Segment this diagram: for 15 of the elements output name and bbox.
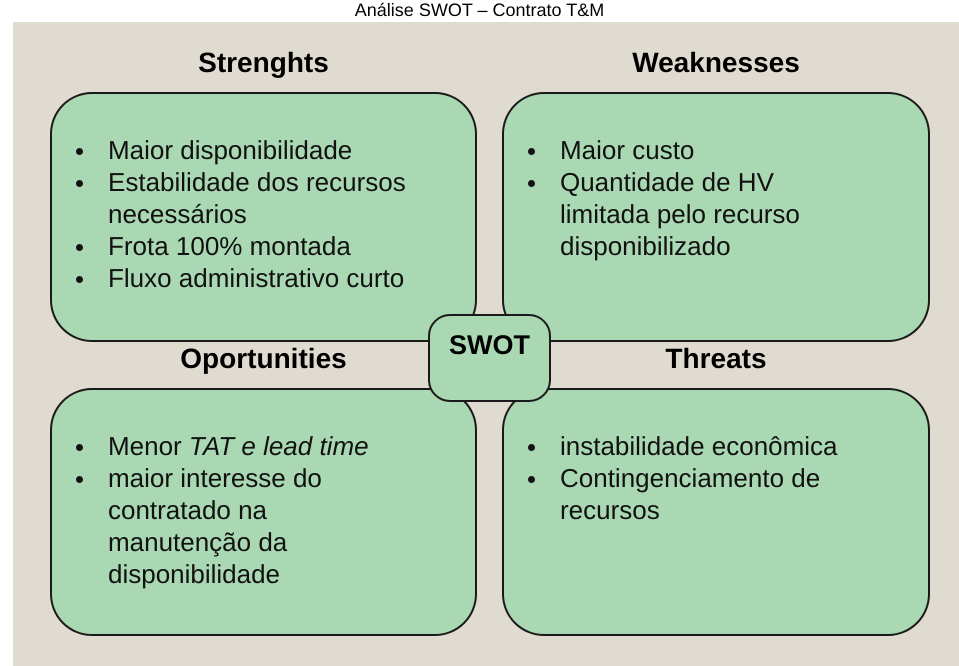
bullet-text: instabilidade econômica	[560, 430, 838, 462]
bullet-text: Menor TAT e lead time	[108, 430, 369, 462]
center-box	[428, 314, 551, 402]
bullet-text: Quantidade de HV limitada pelo recurso disponibilizado	[560, 166, 801, 262]
quadrant-heading: Strenghts	[197, 46, 330, 80]
bullet-text: Estabilidade dos recursos necessários	[108, 166, 407, 230]
quadrant-heading: Weaknesses	[631, 46, 801, 80]
bullet-text: Maior disponibilidade	[108, 134, 352, 166]
bullet-text: Fluxo administrativo curto	[108, 262, 404, 294]
bullet-text: Maior custo	[560, 134, 694, 166]
bullet-text: Contingenciamento de recursos	[560, 462, 822, 526]
title: Análise SWOT – Contrato T&M	[354, 0, 606, 20]
center-label: SWOT	[449, 330, 530, 360]
bullet-text: maior interesse do contratado na manutenção da disponibilidade	[108, 462, 323, 590]
bullet-text: Frota 100% montada	[108, 230, 351, 262]
